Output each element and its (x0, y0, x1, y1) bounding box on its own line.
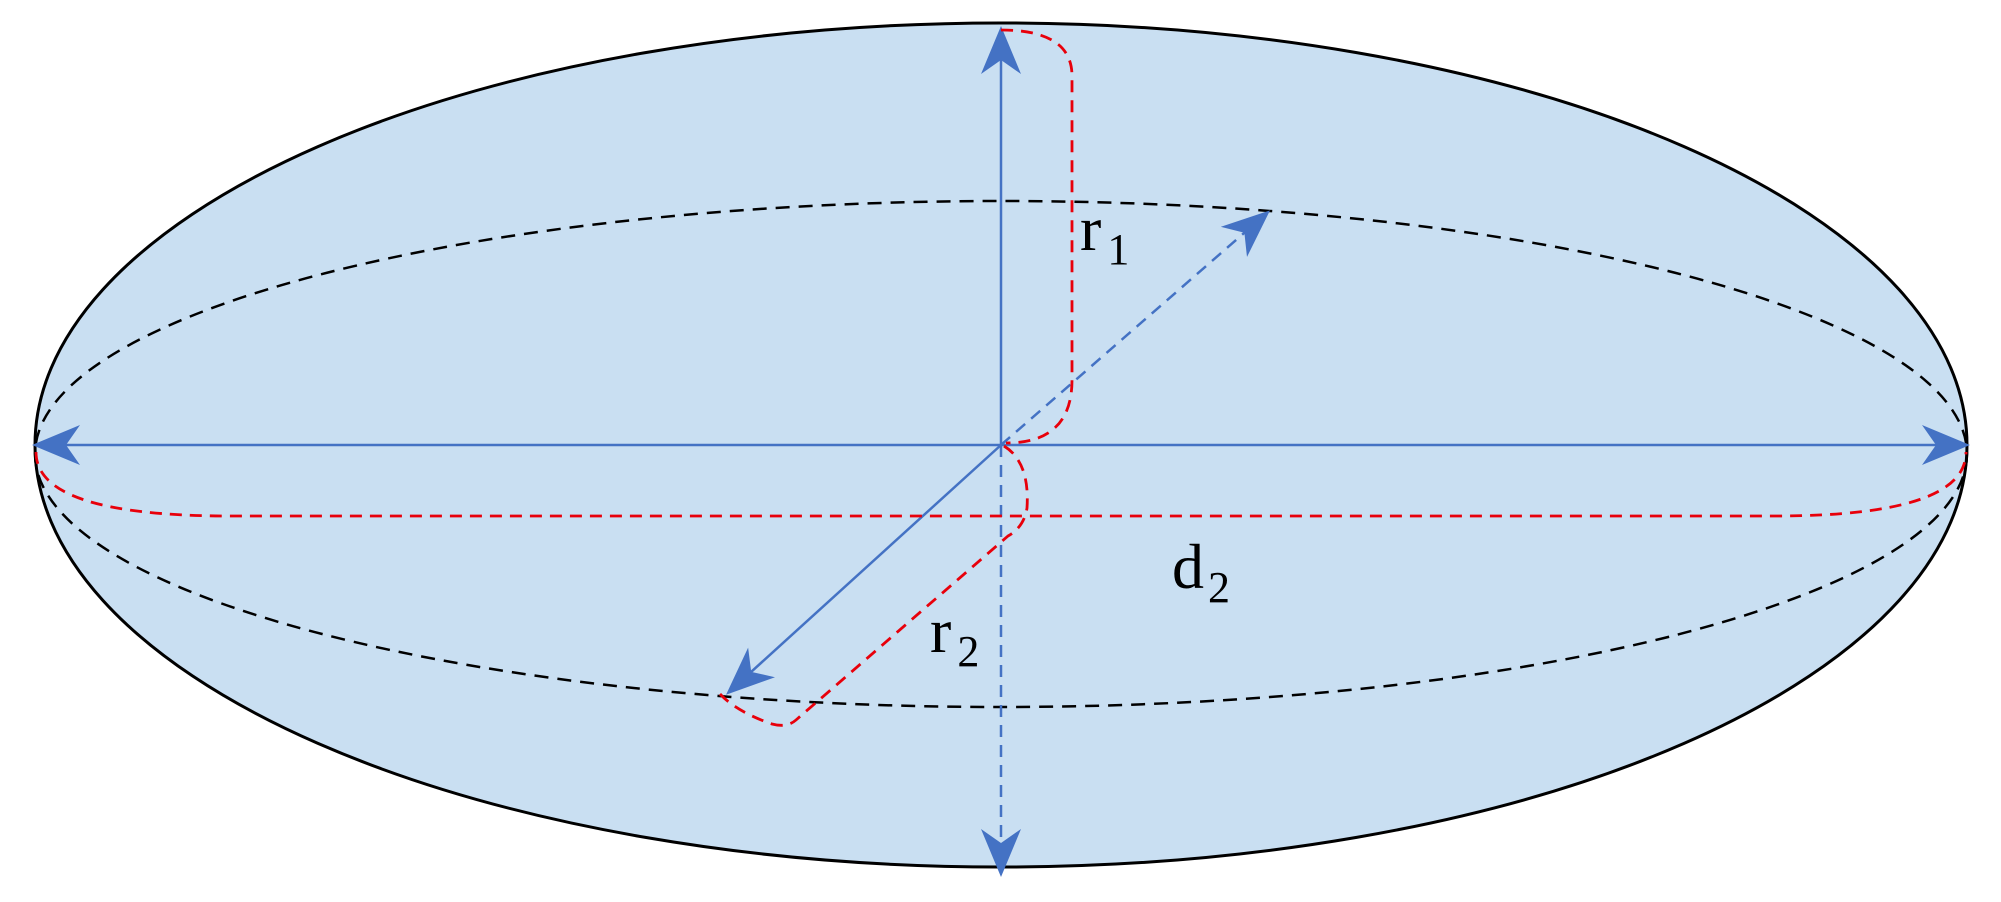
depth-axis-r2 (726, 444, 1002, 695)
brace-r1 (1000, 28, 1074, 445)
label-d2: d2 (1172, 531, 1230, 612)
brace-r2 (718, 444, 1029, 727)
brace-d2 (34, 451, 1968, 518)
